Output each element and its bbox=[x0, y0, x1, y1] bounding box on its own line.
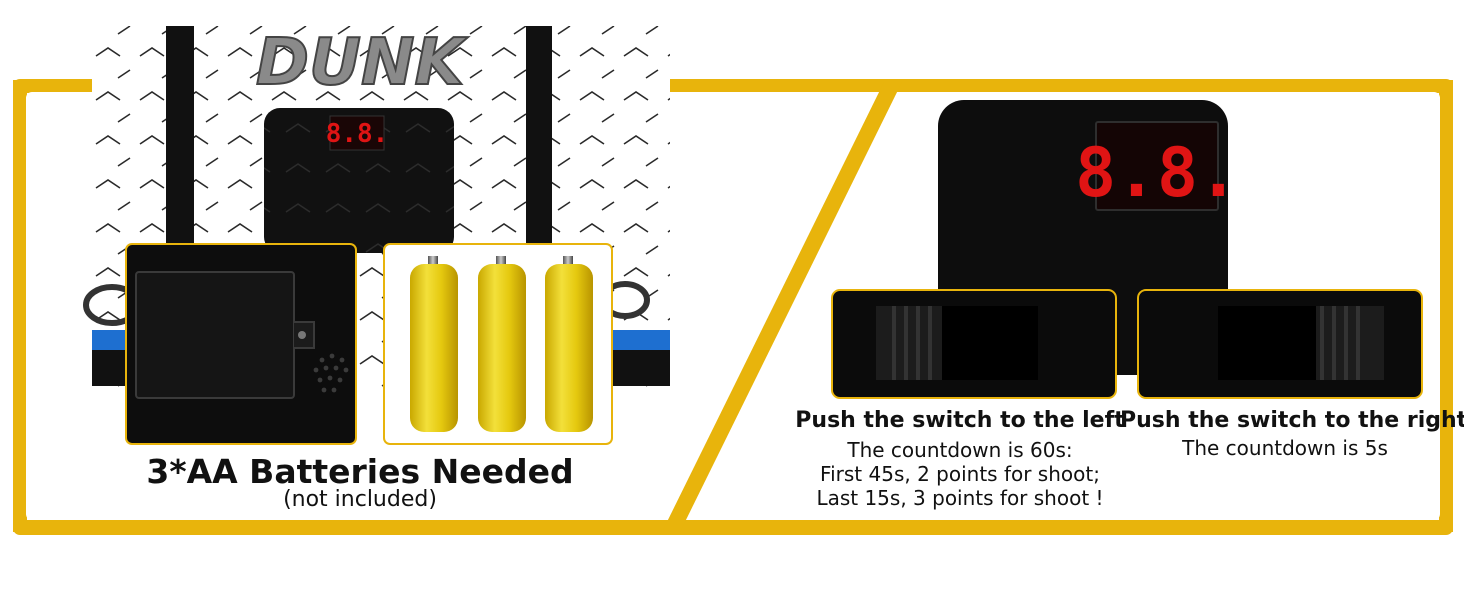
dunk-logo: DUNK bbox=[256, 26, 469, 100]
batteries-box bbox=[383, 243, 613, 445]
switch-left-line: First 45s, 2 points for shoot; bbox=[820, 462, 1100, 486]
aa-battery-icon bbox=[410, 256, 458, 432]
switch-right-line: The countdown is 5s bbox=[1182, 436, 1388, 460]
battery-compartment-icon bbox=[125, 243, 357, 445]
switch-left-line: The countdown is 60s: bbox=[847, 438, 1073, 462]
batteries-title: 3*AA Batteries Needed bbox=[146, 452, 574, 491]
slide-switch-icon bbox=[831, 289, 1117, 399]
aa-battery-icon bbox=[478, 256, 526, 432]
small-display-digits: 8.8. bbox=[326, 119, 389, 149]
switch-right-title: Push the switch to the right bbox=[1120, 408, 1464, 433]
large-display-digits: 8.8. bbox=[1075, 134, 1239, 213]
batteries-subtitle: (not included) bbox=[283, 487, 437, 512]
switch-left-line: Last 15s, 3 points for shoot ! bbox=[816, 486, 1104, 510]
aa-battery-icon bbox=[545, 256, 593, 432]
slide-switch-icon bbox=[1137, 289, 1423, 399]
switch-left-title: Push the switch to the left bbox=[795, 408, 1125, 433]
